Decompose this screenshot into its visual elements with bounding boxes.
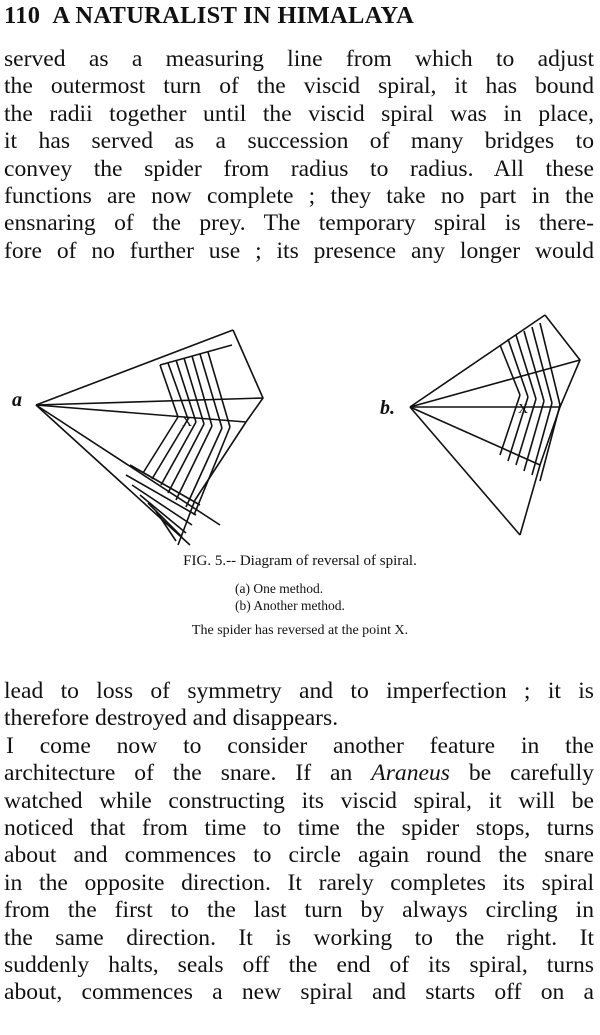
text-line: served as a measuring line from which to… (4, 46, 594, 72)
figure-caption-a: (a) One method. (235, 581, 324, 596)
text-line: the same direction. It is working to the… (4, 924, 594, 951)
running-title: A NATURALIST IN HIMALAYA (52, 2, 415, 29)
paragraph-continued: served as a measuring line from which to… (4, 46, 594, 265)
text-line: suddenly halts, seals off the end of its… (4, 951, 594, 978)
figure-5: a b. X X FIG. 5.-- Diagram of reversal o… (0, 305, 600, 665)
text-line: functions are now complete ; they take n… (4, 182, 594, 209)
label-a: a (12, 389, 22, 411)
text-line: in the opposite direction. It rarely com… (4, 869, 594, 896)
page-header: 110 A NATURALIST IN HIMALAYA (4, 2, 594, 30)
text-line: lead to loss of symmetry and to imperfec… (4, 678, 594, 704)
text-line: from the first to the last turn by alway… (4, 897, 594, 924)
text-line: the outermost turn of the viscid spiral,… (4, 73, 594, 100)
text-line: architecture of the snare. If an Araneus… (4, 760, 594, 787)
label-b: b. (380, 397, 395, 419)
text-line: watched while constructing its viscid sp… (4, 787, 594, 814)
page-number: 110 (4, 2, 41, 29)
text-line: fore of no further use ; its presence an… (4, 237, 594, 264)
text-line: convey the spider from radius to radius.… (4, 155, 594, 182)
text-line: it has served as a succession of many br… (4, 128, 594, 155)
spiral-reversal-diagram (35, 314, 581, 546)
text-line: noticed that from time to time the spide… (4, 814, 594, 841)
text-line: therefore destroyed and disappears. (4, 705, 339, 732)
figure-caption-title: FIG. 5.-- Diagram of reversal of spiral. (183, 553, 417, 569)
web-a (35, 329, 264, 546)
text-line: about and commences to circle again roun… (4, 842, 594, 869)
point-x-a: X (182, 415, 193, 430)
genus-name: Araneus (371, 760, 450, 787)
figure-caption-note: The spider has reversed at the point X. (191, 623, 409, 638)
text-line: I come now to consider another feature i… (6, 732, 594, 759)
text-line: about, commences a new spiral and starts… (4, 979, 594, 1006)
web-b (409, 314, 581, 536)
text-line: the radii together until the viscid spir… (4, 100, 594, 127)
point-x-b: X (518, 402, 529, 417)
text-line: ensnaring of the prey. The temporary spi… (4, 210, 594, 237)
paragraph-after-figure: lead to loss of symmetry and to imperfec… (4, 678, 594, 1007)
figure-caption-b: (b) Another method. (235, 598, 345, 613)
